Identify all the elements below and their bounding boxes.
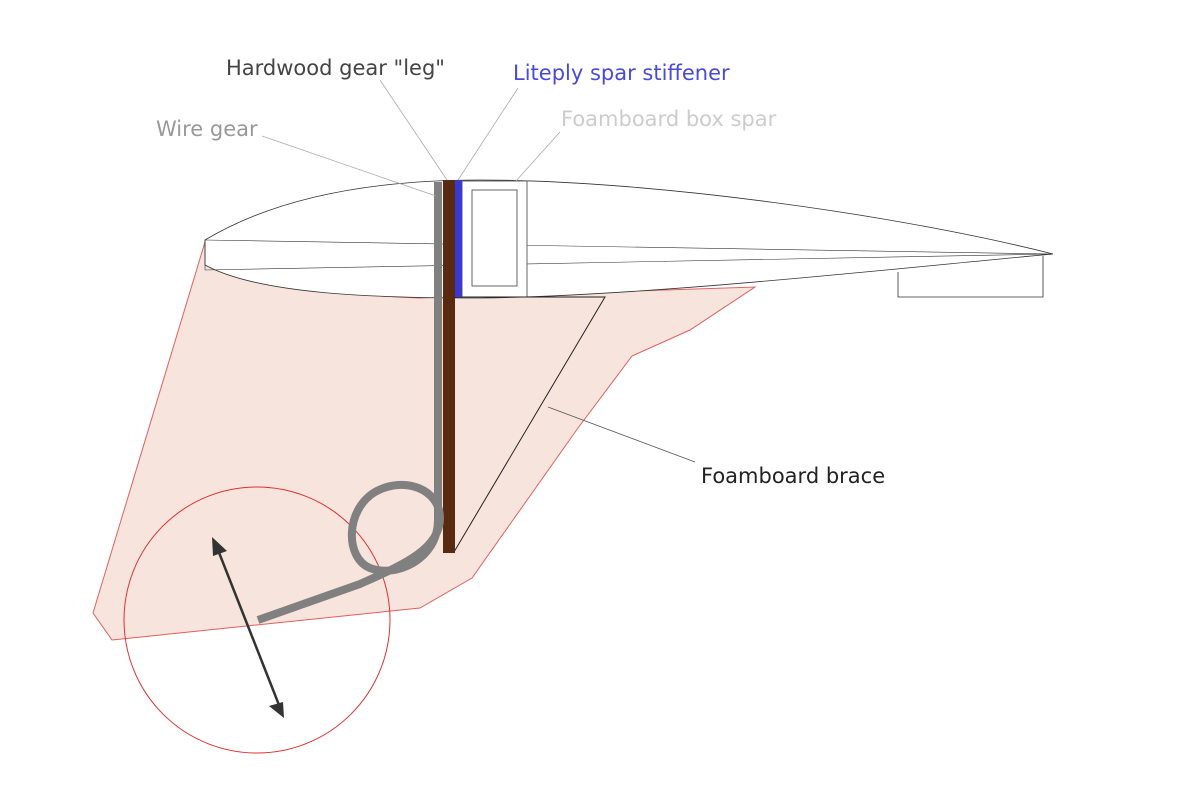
wire-gear xyxy=(256,182,444,624)
arrow-head-bottom-icon xyxy=(269,702,284,718)
leader-liteply xyxy=(457,87,519,181)
aileron xyxy=(897,256,1044,298)
wing-chord-line xyxy=(204,239,1054,255)
arrow-head-top-icon xyxy=(212,537,227,556)
box-spar-inner xyxy=(471,189,518,287)
suspension-travel-arrow xyxy=(216,549,281,706)
liteply-spar-stiffener xyxy=(455,180,462,297)
wing-lower-chord-line xyxy=(204,253,1054,271)
leader-box-spar xyxy=(515,131,561,182)
label-liteply-spar-stiffener: Liteply spar stiffener xyxy=(513,61,730,85)
hardwood-gear-leg xyxy=(443,180,455,553)
label-foamboard-box-spar: Foamboard box spar xyxy=(561,107,777,131)
wing-airfoil-outline xyxy=(204,179,1054,299)
gear-fairing xyxy=(92,240,757,641)
label-hardwood-gear-leg: Hardwood gear "leg" xyxy=(226,56,445,80)
leader-brace xyxy=(547,406,696,463)
leader-hardwood-leg xyxy=(379,79,448,181)
wheel xyxy=(123,486,391,754)
label-foamboard-brace: Foamboard brace xyxy=(701,464,885,488)
foamboard-brace xyxy=(453,296,606,553)
label-wire-gear: Wire gear xyxy=(156,117,258,141)
leader-wire-gear xyxy=(261,135,437,197)
foamboard-box-spar xyxy=(461,180,528,298)
